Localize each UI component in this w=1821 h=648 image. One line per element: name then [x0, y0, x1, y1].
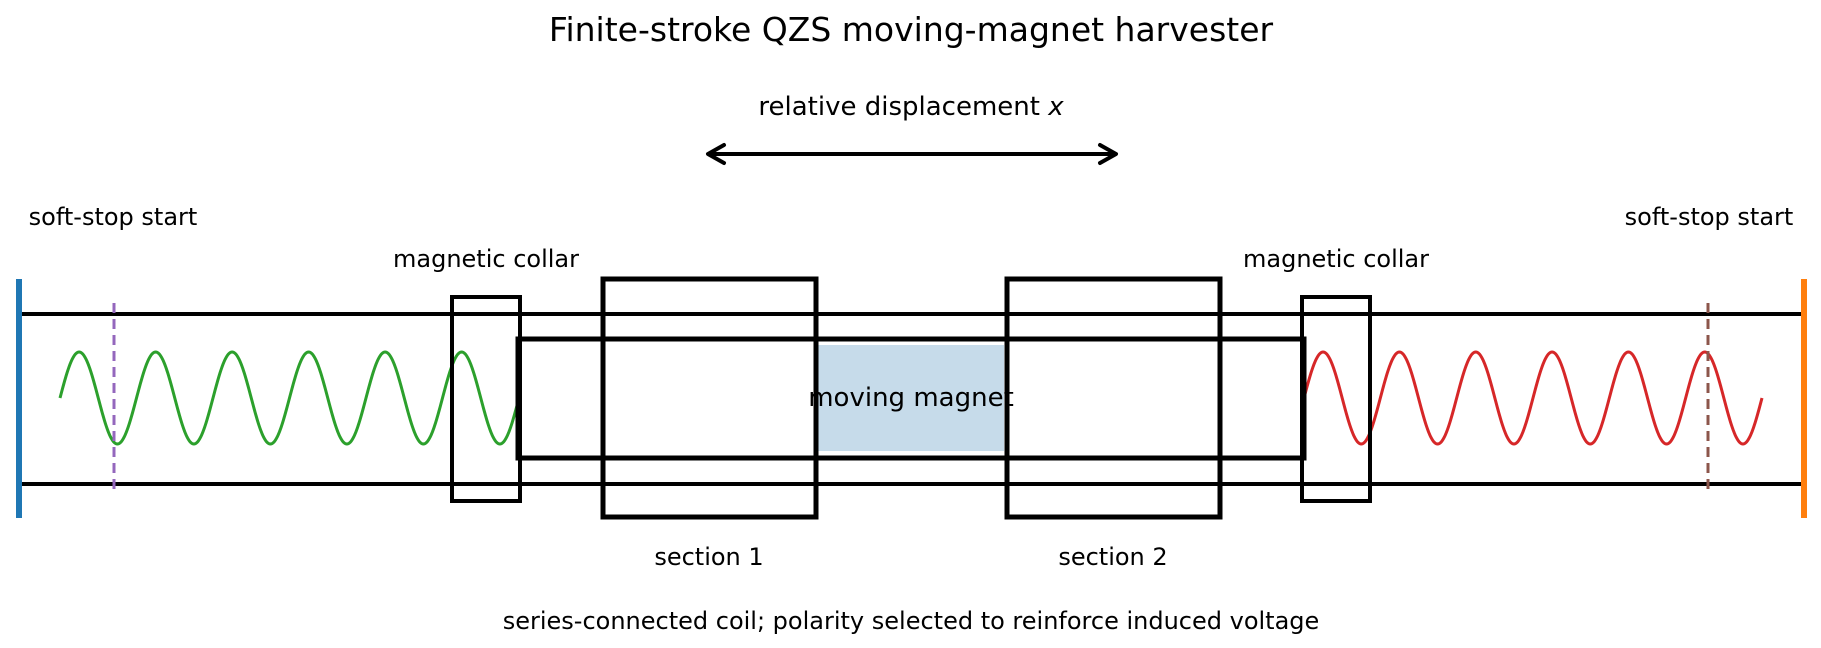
collar-right-label: magnetic collar: [1243, 245, 1429, 273]
section-1-label: section 1: [654, 543, 763, 571]
left-spring: [58, 350, 521, 446]
magnetic-collar-left: [450, 295, 522, 503]
soft-stop-left-label: soft-stop start: [29, 203, 198, 231]
displacement-arrow: [706, 143, 1118, 165]
soft-stop-right-label: soft-stop start: [1625, 203, 1794, 231]
caption: series-connected coil; polarity selected…: [503, 607, 1320, 635]
displacement-label: relative displacement x: [758, 92, 1064, 122]
magnet-label: moving magnet: [808, 383, 1014, 413]
right-spring: [1302, 350, 1764, 446]
coil-section-2: [1004, 276, 1223, 520]
section-2-label: section 2: [1058, 543, 1167, 571]
coil-section-1: [600, 276, 819, 520]
collar-left-label: magnetic collar: [393, 245, 579, 273]
diagram-title: Finite-stroke QZS moving-magnet harveste…: [549, 10, 1274, 49]
magnetic-collar-right: [1300, 295, 1372, 503]
moving-magnet: [818, 345, 1004, 451]
